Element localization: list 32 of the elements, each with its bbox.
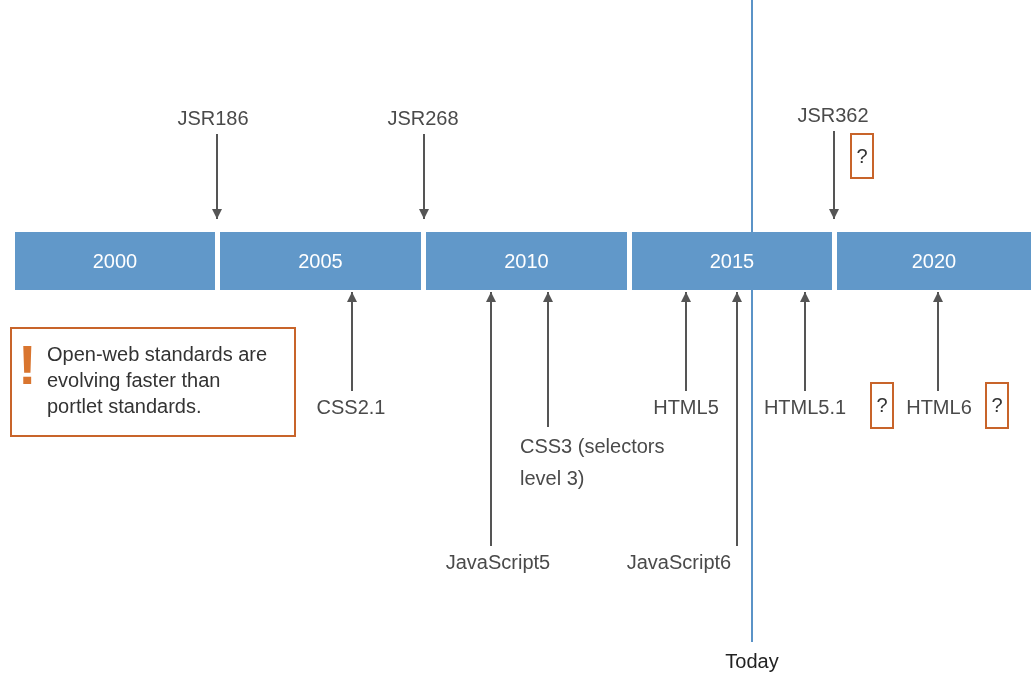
question-box: ? — [850, 133, 874, 179]
arrow — [212, 133, 222, 220]
question-box: ? — [985, 382, 1009, 429]
note-text: Open-web standards are evolving faster than portlet standards. — [47, 342, 269, 419]
arrow — [681, 291, 691, 392]
timeline-segment: 2000 — [15, 232, 215, 290]
timeline-segment: 2015 — [632, 232, 832, 290]
note-box — [10, 327, 296, 437]
standard-label: HTML5.1 — [763, 394, 847, 420]
timeline-segment: 2020 — [837, 232, 1031, 290]
arrow — [419, 133, 429, 220]
timeline-segment: 2010 — [426, 232, 627, 290]
arrow — [347, 291, 357, 392]
arrow — [800, 291, 810, 392]
standard-label: JSR362 — [797, 102, 869, 128]
standard-label: HTML6 — [906, 394, 972, 420]
standard-label: CSS3 (selectors level 3) — [520, 430, 710, 494]
standard-label: CSS2.1 — [316, 394, 386, 420]
timeline-segment: 2005 — [220, 232, 421, 290]
question-box: ? — [870, 382, 894, 429]
standard-label: JavaScript5 — [445, 549, 551, 575]
arrow — [829, 130, 839, 220]
standard-label: JSR268 — [387, 105, 459, 131]
arrow — [732, 291, 742, 547]
arrow — [933, 291, 943, 392]
arrow — [486, 291, 496, 547]
warning-mark: ! — [18, 333, 37, 397]
standard-label: JavaScript6 — [626, 549, 732, 575]
arrow — [543, 291, 553, 428]
standard-label: JSR186 — [177, 105, 249, 131]
today-label: Today — [725, 649, 779, 674]
standard-label: HTML5 — [653, 394, 719, 420]
